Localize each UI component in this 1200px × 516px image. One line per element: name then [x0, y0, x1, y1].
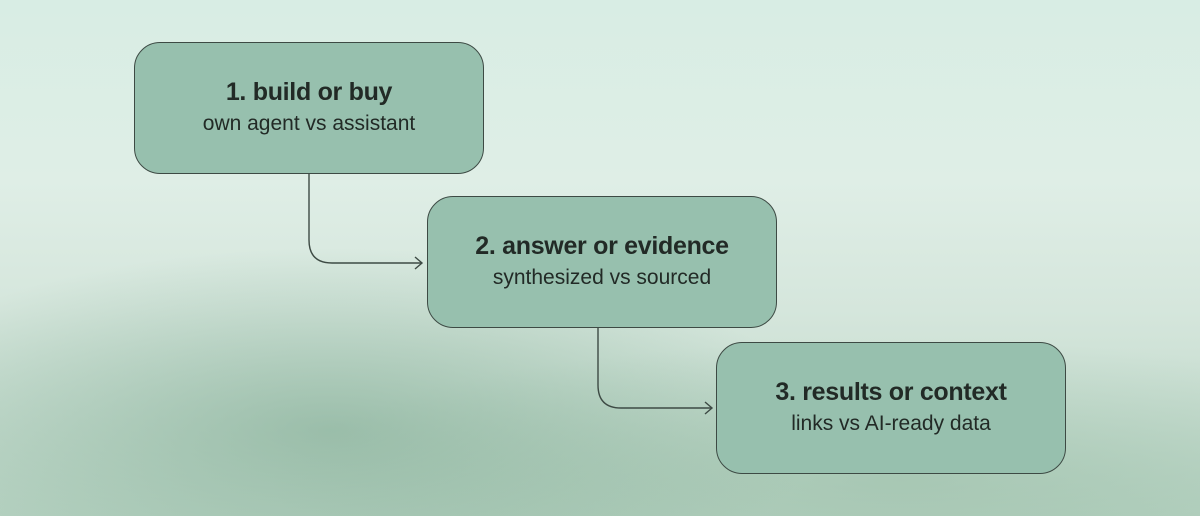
step-box-answer-or-evidence: 2. answer or evidence synthesized vs sou… [427, 196, 777, 328]
step-subtitle: synthesized vs sourced [492, 266, 712, 290]
step-box-results-or-context: 3. results or context links vs AI-ready … [716, 342, 1066, 474]
connector-arrow-1-to-2 [308, 174, 422, 264]
arrowhead-2-to-3 [704, 401, 714, 415]
step-box-build-or-buy: 1. build or buy own agent vs assistant [134, 42, 484, 174]
step-title: 2. answer or evidence [475, 232, 729, 261]
arrowhead-1-to-2 [414, 256, 424, 270]
step-title: 1. build or buy [225, 78, 393, 107]
step-subtitle: own agent vs assistant [202, 112, 416, 136]
step-title: 3. results or context [775, 378, 1007, 407]
step-subtitle: links vs AI-ready data [791, 412, 991, 436]
connector-arrow-2-to-3 [597, 328, 712, 409]
